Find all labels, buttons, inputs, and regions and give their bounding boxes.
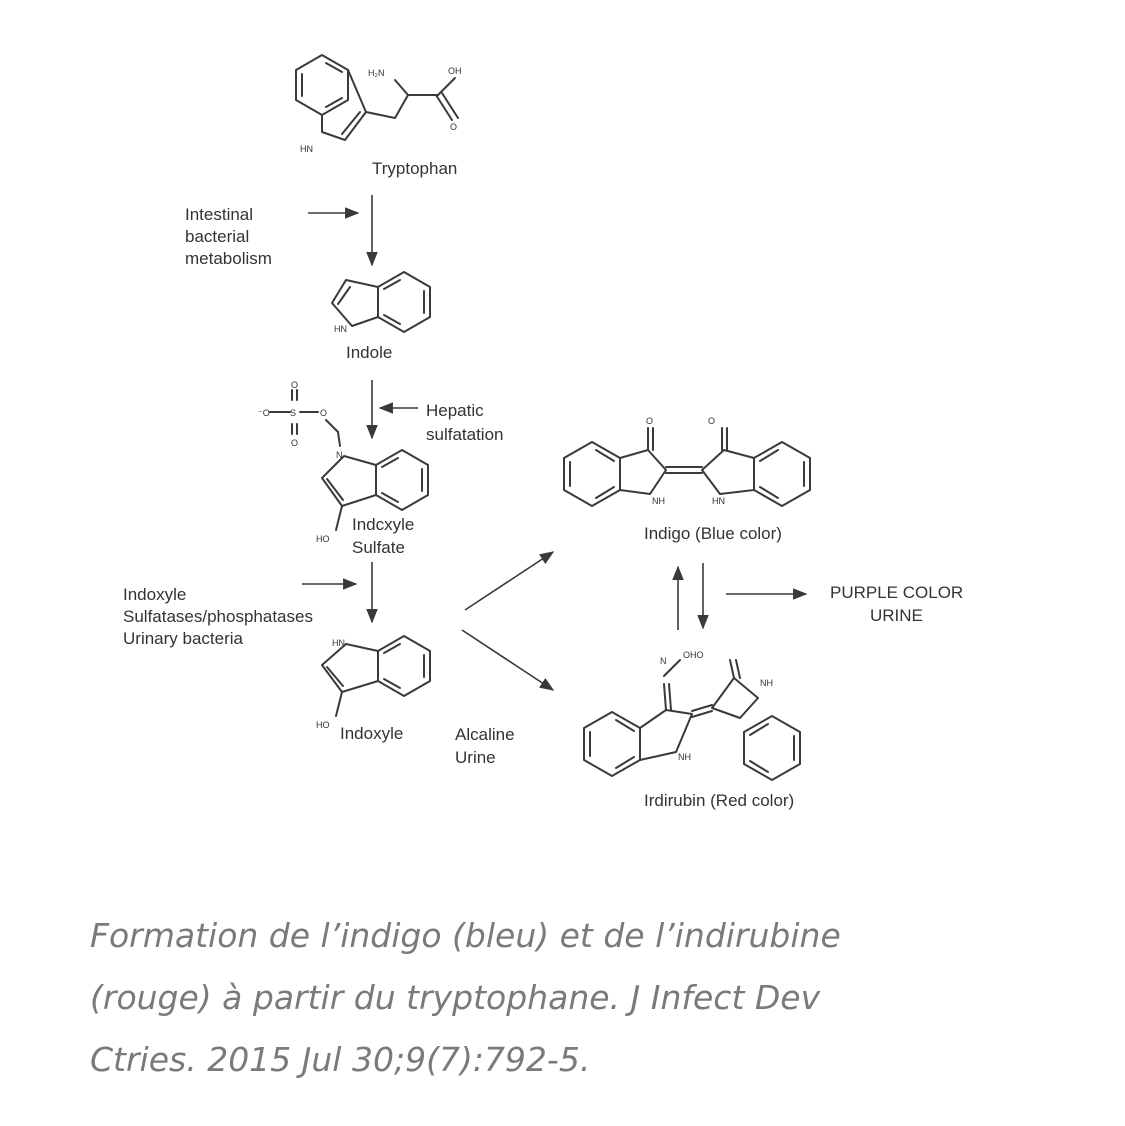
indirubin-oho-label: OHO	[683, 650, 704, 660]
step-hepatic-line1: Hepatic	[426, 401, 484, 420]
indigo-o-left-label: O	[646, 416, 653, 426]
carbonyl-atom-label: O	[450, 122, 457, 132]
indole-structure	[331, 271, 431, 333]
indoxyle-ho-label: HO	[316, 720, 330, 730]
tryptophan-label: Tryptophan	[372, 159, 457, 178]
sulfate-o-minus-label: ⁻O	[258, 408, 270, 418]
indirubin-nh-right-label: NH	[760, 678, 773, 688]
step-sulfatases-line3: Urinary bacteria	[123, 629, 244, 648]
sulfur-atom-label: S	[290, 408, 296, 418]
step-sulfatases-line2: Sulfatases/phosphatases	[123, 607, 313, 626]
arrow-to-indirubin	[461, 629, 555, 691]
indigo-formation-diagram: H₂N OH O HN Tryptophan Intestinal bacter…	[123, 54, 963, 810]
indirubin-nh-left-label: NH	[678, 752, 691, 762]
indoxyl-sulfate-label-line2: Sulfate	[352, 538, 405, 557]
indoxyl-sulfate-structure	[269, 389, 429, 531]
indigo-o-right-label: O	[708, 416, 715, 426]
indole-label: Indole	[346, 343, 392, 362]
indirubin-label: Irdirubin (Red color)	[644, 791, 794, 810]
step-sulfatases-line1: Indoxyle	[123, 585, 186, 604]
tryptophan-structure	[295, 54, 459, 141]
indirubin-structure	[583, 659, 801, 781]
step-intestinal-line2: bacterial	[185, 227, 249, 246]
indoxyle-structure	[321, 635, 431, 717]
figure-caption: Formation de l’indigo (bleu) et de l’ind…	[90, 916, 841, 1079]
purple-urine-line2: URINE	[870, 606, 923, 625]
indigo-structure	[563, 427, 811, 507]
step-intestinal-line1: Intestinal	[185, 205, 253, 224]
sulfate-o-top-label: O	[291, 380, 298, 390]
indigo-nh-right-label: HN	[712, 496, 725, 506]
indigo-nh-left-label: NH	[652, 496, 665, 506]
indoxyl-sulfate-label-line1: Indcxyle	[352, 515, 414, 534]
indigo-label: Indigo (Blue color)	[644, 524, 782, 543]
sulfate-o-bottom-label: O	[291, 438, 298, 448]
indirubin-n-label: N	[660, 656, 667, 666]
indole-nh-label: HN	[334, 324, 347, 334]
indoxyle-nh-label: HN	[332, 638, 345, 648]
sulfate-o-bridge-label: O	[320, 408, 327, 418]
hydroxyl-atom-label: OH	[448, 66, 462, 76]
step-intestinal-line3: metabolism	[185, 249, 272, 268]
step-alcaline-line1: Alcaline	[455, 725, 515, 744]
purple-urine-line1: PURPLE COLOR	[830, 583, 963, 602]
indoxyl-sulfate-n-label: N	[336, 450, 343, 460]
step-hepatic-line2: sulfatation	[426, 425, 504, 444]
indoxyl-sulfate-ho-label: HO	[316, 534, 330, 544]
tryptophan-nh-label: HN	[300, 144, 313, 154]
indoxyle-label: Indoxyle	[340, 724, 403, 743]
arrow-to-indigo	[464, 551, 555, 611]
step-alcaline-line2: Urine	[455, 748, 496, 767]
amine-atom-label: H₂N	[368, 68, 385, 78]
